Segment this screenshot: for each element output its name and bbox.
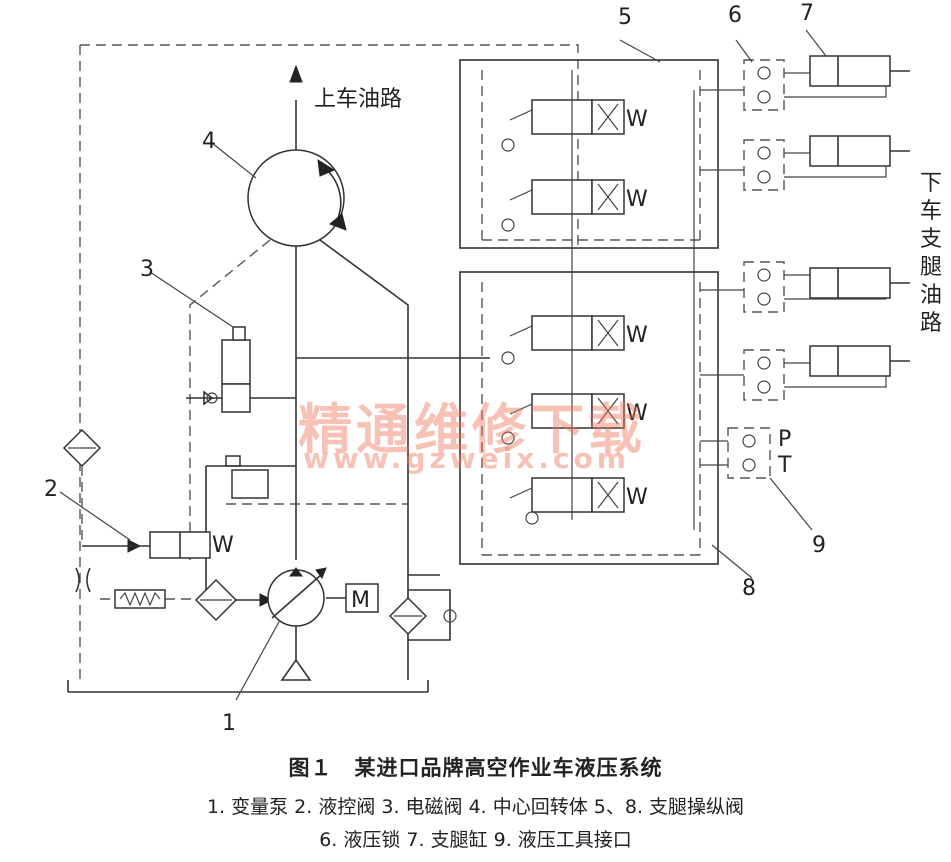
label-8: 8 — [742, 576, 756, 601]
pressure-relief-valve — [231, 469, 269, 499]
svg-text:腿: 腿 — [920, 255, 942, 280]
hydraulic-schematic: 上车油路 4 3 2 W M 1 — [44, 1, 942, 736]
outrigger-cylinders-7 — [809, 55, 910, 377]
label-w-2: W — [212, 533, 234, 558]
legend-line-2: 6. 液压锁 7. 支腿缸 9. 液压工具接口 — [319, 829, 632, 851]
hydraulic-tool-port-9 — [727, 427, 771, 479]
label-7: 7 — [800, 1, 814, 26]
label-6: 6 — [728, 3, 742, 28]
label-port-p: P — [778, 427, 791, 452]
svg-text:W: W — [626, 187, 648, 212]
variable-pump — [267, 569, 325, 627]
valve-section-2: W — [501, 179, 648, 232]
hydraulic-lock-6 — [743, 59, 785, 401]
svg-text:W: W — [626, 107, 648, 132]
label-4: 4 — [202, 129, 216, 154]
svg-text:W: W — [626, 323, 648, 348]
label-1: 1 — [222, 711, 236, 736]
svg-text:油: 油 — [920, 283, 942, 308]
label-3: 3 — [140, 257, 154, 282]
label-9: 9 — [812, 533, 826, 558]
valve-section-4: W — [501, 393, 648, 445]
electric-motor — [345, 583, 379, 613]
label-upper-oil-path: 上车油路 — [314, 87, 402, 112]
watermark-text: 精通维修下载 — [298, 398, 646, 461]
svg-text:支: 支 — [920, 227, 942, 252]
outer-dashed-boundary — [80, 44, 579, 250]
svg-text:下: 下 — [920, 171, 942, 196]
legend-line-1: 1. 变量泵 2. 液控阀 3. 电磁阀 4. 中心回转体 5、8. 支腿操纵阀 — [206, 796, 745, 818]
svg-text:车: 车 — [920, 199, 942, 224]
outrigger-valve-block-5 — [459, 59, 719, 249]
label-motor: M — [351, 588, 370, 613]
valve-section-3: W — [501, 315, 648, 365]
solenoid-valve-3 — [221, 339, 251, 385]
outrigger-valve-block-8 — [459, 271, 719, 565]
svg-text:W: W — [626, 485, 648, 510]
watermark-url: www.gzweix.com — [303, 442, 630, 475]
label-lower-oil-path: 下 车 支 腿 油 路 — [920, 171, 942, 336]
label-5: 5 — [618, 5, 632, 30]
svg-text:路: 路 — [920, 311, 942, 336]
valve-section-1: W — [501, 99, 648, 152]
svg-text:W: W — [626, 401, 648, 426]
figure-title: 图１ 某进口品牌高空作业车液压系统 — [288, 756, 663, 780]
label-2: 2 — [44, 477, 58, 502]
valve-section-5: W — [509, 477, 648, 525]
center-swivel-joint — [247, 149, 345, 247]
label-port-t: T — [777, 453, 792, 478]
